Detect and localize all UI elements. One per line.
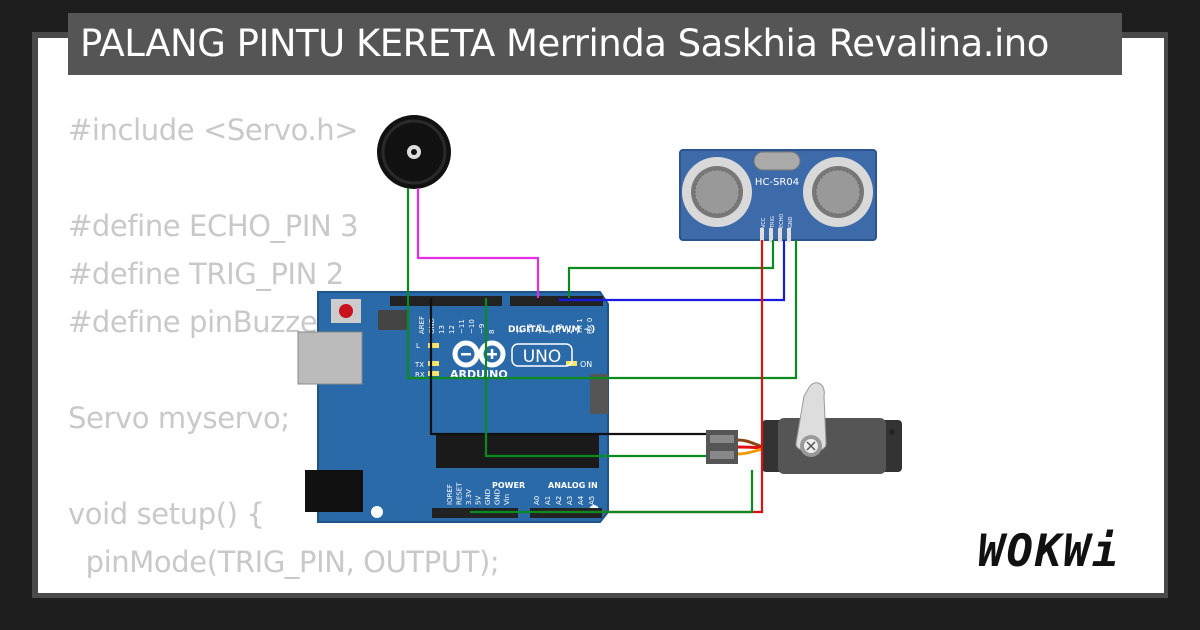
pin-label: 8 [488,330,496,334]
pin-label: ~5 [536,324,544,334]
code-line: #define TRIG_PIN 2 [68,257,344,291]
wires [406,188,798,514]
analog-label: ANALOG IN [548,481,598,490]
pin-label: ECHO [779,214,785,228]
pin-label: 13 [438,325,446,334]
buzzer[interactable] [377,115,451,189]
pin-label: GND [484,489,492,505]
arduino-logo [452,340,506,368]
code-line: #include <Servo.h> [68,113,359,147]
pin-label: 5V [475,496,483,505]
code-preview: #include <Servo.h> #define ECHO_PIN 3 #def… [68,106,500,593]
code-line: void setup() { [68,497,265,531]
pin-label: AREF [418,316,426,334]
pin-label: Vin [503,494,511,505]
digital-header-left [390,296,502,306]
sensor-model: HC-SR04 [755,177,799,188]
led-label: TX [414,361,424,369]
wire-gnd-sensor [406,188,798,380]
pin-label: ~11 [458,319,466,334]
pin-label: GND [788,216,794,228]
wire-servo-signal [484,298,706,458]
pin-label: A4 [577,495,585,505]
wire-trig [567,240,775,298]
microcontroller-chip [436,434,599,468]
pin-label: A0 [533,496,541,505]
pin-label: ~9 [478,324,486,334]
pin-label: 12 [448,325,456,334]
led-labels: L TX RX [414,342,425,379]
wire-echo [558,240,786,302]
servo-horn[interactable] [795,382,827,452]
code-line: #define ECHO_PIN 3 [68,209,359,243]
digital-label: DIGITAL (PWM ~) [508,325,595,335]
wire-servo-power [470,470,754,514]
code-line: Servo myservo; [68,401,290,435]
digital-header-right [510,296,603,306]
board-model: UNO [523,347,562,367]
led-label: L [416,342,420,350]
wire-buzzer-signal [416,188,540,298]
pin-label: 2 [566,330,574,334]
pin-label: A3 [566,496,574,505]
pin-label: ~10 [468,319,476,334]
reset-button[interactable] [339,304,353,318]
code-line: pinMode(TRIG_PIN, OUTPUT); [68,545,500,579]
pin-label: A2 [555,496,563,505]
pin-label: ~6 [526,323,534,334]
pin-label: VCC [761,217,767,228]
wire-servo-gnd [429,298,706,436]
pin-label: 7 [516,330,524,334]
project-title: PALANG PINTU KERETA Merrinda Saskhia Rev… [68,13,1122,75]
pin-label: ~3 [556,324,564,334]
pin-label: IOREF [446,484,454,505]
pin-label: GND [494,489,502,505]
pin-label: A1 [544,496,552,505]
pin-label: A5 [588,496,596,505]
usb-port [297,331,363,385]
power-label: POWER [492,481,525,490]
servo-motor[interactable] [706,382,902,474]
wokwi-logo: WOKWi [978,526,1121,577]
power-jack [305,470,363,512]
pin-label: TX 1 [576,318,584,335]
pin-label: 3.3V [465,489,473,505]
pin-label: 4 [546,329,554,334]
pin-label: RX 0 [586,318,594,334]
on-label: ON [580,360,592,369]
pin-label: RESET [456,482,464,505]
pin-label: TRIG [770,216,776,229]
led-label: RX [415,371,425,379]
